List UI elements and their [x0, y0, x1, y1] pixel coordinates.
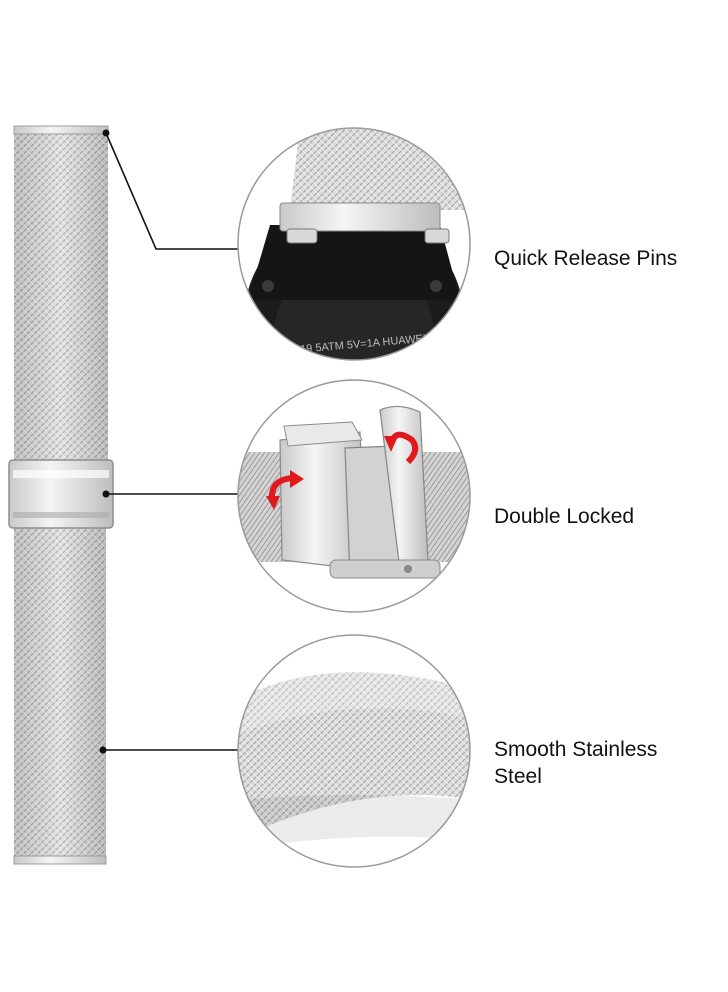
double-locked-label: Double Locked: [494, 505, 635, 528]
red-arrow-right-icon: [384, 431, 419, 465]
leader-line-quick-release: [102, 129, 238, 250]
quick-release-pins-label: Quick Release Pins: [494, 247, 678, 270]
red-arrow-left-icon: [266, 470, 304, 510]
stainless-mesh-detail-circle: [237, 634, 471, 868]
quick-release-detail-circle: 19 5ATM 5V=1A HUAWEI: [237, 127, 471, 361]
smooth-stainless-steel-label: Smooth Stainless Steel: [494, 738, 658, 788]
double-locked-detail-circle: [237, 379, 471, 613]
leader-line-stainless: [99, 746, 238, 754]
strap-clasp: [8, 459, 114, 529]
leader-line-double-locked: [102, 490, 238, 498]
mesh-strap: [13, 125, 109, 865]
